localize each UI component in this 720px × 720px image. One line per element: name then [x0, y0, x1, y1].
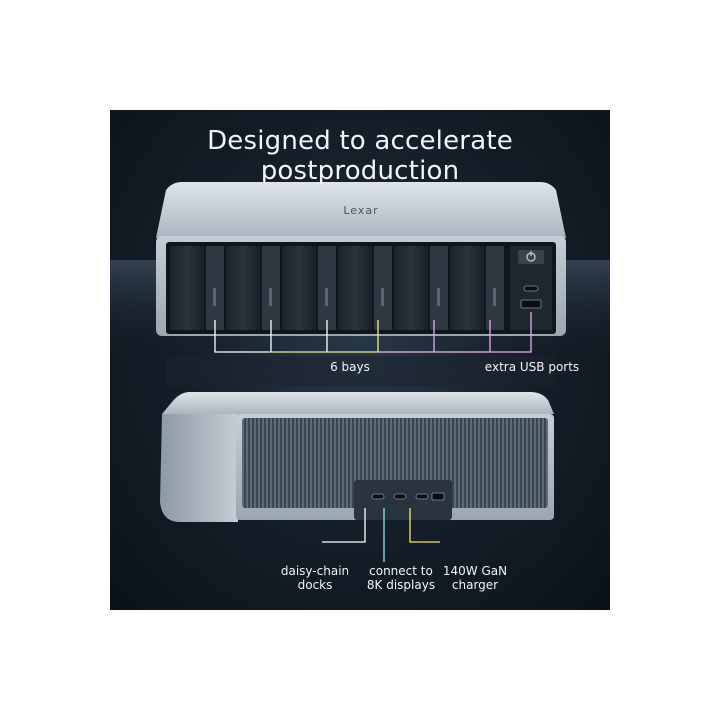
- dock-front-view: [156, 182, 566, 336]
- usb-c-port-icon: [393, 493, 407, 500]
- label-6-bays: 6 bays: [330, 360, 370, 374]
- bays-callout-lines: [214, 312, 532, 353]
- brand-logo: Lexar: [343, 204, 379, 217]
- usb-c-port-icon: [415, 493, 429, 500]
- usb-c-port-icon: [523, 285, 539, 292]
- label-connect-8k-displays: connect to 8K displays: [366, 564, 436, 592]
- usb-a-port-icon: [520, 299, 542, 309]
- power-icon: [518, 250, 544, 264]
- ports-callout-lines: [322, 508, 440, 562]
- dock-illustration: [110, 182, 610, 562]
- label-daisy-chain-docks: daisy-chain docks: [280, 564, 350, 592]
- headline: Designed to accelerate postproduction: [207, 126, 513, 186]
- drive-bays: [170, 246, 504, 330]
- usb-c-port-icon: [431, 492, 445, 501]
- label-140w-gan-charger: 140W GaN charger: [442, 564, 508, 592]
- dock-rear-view: [160, 392, 554, 522]
- label-extra-usb-ports: extra USB ports: [484, 360, 580, 374]
- usb-c-port-icon: [371, 493, 385, 500]
- product-image-panel: Designed to accelerate postproduction Le…: [110, 110, 610, 610]
